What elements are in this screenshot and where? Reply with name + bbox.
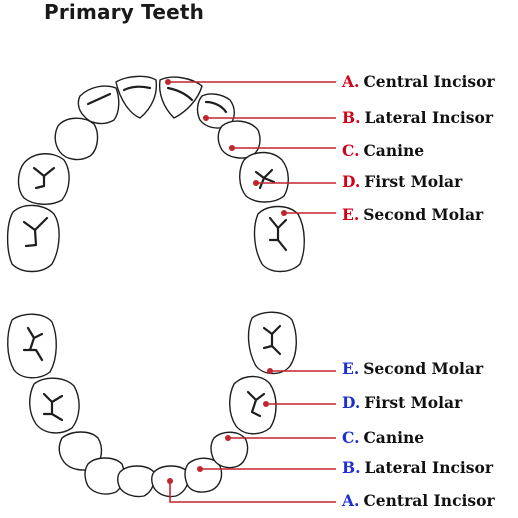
upper-left-lateral-incisor	[77, 85, 120, 125]
lower-right-first-molar	[229, 375, 277, 435]
leader-dot-lower-a	[167, 478, 173, 484]
label-name: Central Incisor	[363, 491, 495, 510]
label-name: Canine	[363, 141, 425, 160]
leader-dot-upper-c	[229, 145, 235, 151]
leader-dot-lower-b	[197, 466, 203, 472]
label-lower-central-incisor: A.Central Incisor	[342, 492, 495, 510]
lower-left-lateral-incisor	[84, 457, 125, 495]
upper-leader-lines	[165, 79, 336, 216]
label-lower-lateral-incisor: B.Lateral Incisor	[342, 459, 493, 477]
label-letter: B.	[342, 108, 361, 127]
upper-right-first-molar	[239, 151, 289, 203]
label-letter: A.	[342, 491, 360, 510]
label-lower-first-molar: D.First Molar	[342, 394, 462, 412]
lower-right-canine	[210, 431, 249, 469]
leader-dot-lower-d	[263, 401, 269, 407]
lower-left-central-incisor	[117, 465, 156, 498]
label-upper-second-molar: E.Second Molar	[342, 206, 483, 224]
label-name: Second Molar	[363, 359, 484, 378]
label-letter: A.	[342, 72, 360, 91]
label-name: First Molar	[364, 172, 463, 191]
leader-dot-lower-c	[225, 435, 231, 441]
leader-dot-lower-e	[267, 368, 273, 374]
label-letter: D.	[342, 393, 361, 412]
label-lower-second-molar: E.Second Molar	[342, 360, 483, 378]
label-letter: B.	[342, 458, 361, 477]
upper-right-central-incisor	[158, 76, 203, 119]
label-letter: E.	[342, 205, 360, 224]
label-lower-canine: C.Canine	[342, 429, 424, 447]
leader-dot-upper-e	[281, 210, 287, 216]
label-letter: C.	[342, 141, 360, 160]
label-name: Second Molar	[363, 205, 484, 224]
label-name: Canine	[363, 428, 425, 447]
lower-right-lateral-incisor	[184, 457, 223, 493]
upper-right-canine	[217, 120, 261, 159]
page-title: Primary Teeth	[44, 0, 205, 24]
label-letter: D.	[342, 172, 361, 191]
lower-left-second-molar	[7, 313, 57, 379]
label-upper-central-incisor: A.Central Incisor	[342, 73, 495, 91]
lower-left-first-molar	[29, 377, 80, 434]
label-name: First Molar	[364, 393, 463, 412]
label-letter: E.	[342, 359, 360, 378]
lower-leader-lines	[167, 368, 336, 503]
upper-left-central-incisor	[115, 75, 158, 119]
leader-dot-upper-b	[203, 115, 209, 121]
leader-lower-a	[169, 481, 336, 503]
lower-arch	[7, 311, 297, 498]
label-upper-canine: C.Canine	[342, 142, 424, 160]
label-name: Lateral Incisor	[364, 458, 494, 477]
leader-dot-upper-d	[253, 180, 259, 186]
leader-dot-upper-a	[165, 79, 171, 85]
upper-left-canine	[54, 117, 99, 161]
upper-left-first-molar	[17, 153, 70, 205]
label-upper-lateral-incisor: B.Lateral Incisor	[342, 109, 493, 127]
label-name: Central Incisor	[363, 72, 495, 91]
upper-arch	[6, 75, 305, 273]
lower-right-second-molar	[247, 311, 297, 375]
upper-left-second-molar	[6, 204, 60, 273]
upper-right-second-molar	[253, 205, 305, 273]
label-name: Lateral Incisor	[364, 108, 494, 127]
label-upper-first-molar: D.First Molar	[342, 173, 462, 191]
label-letter: C.	[342, 428, 360, 447]
